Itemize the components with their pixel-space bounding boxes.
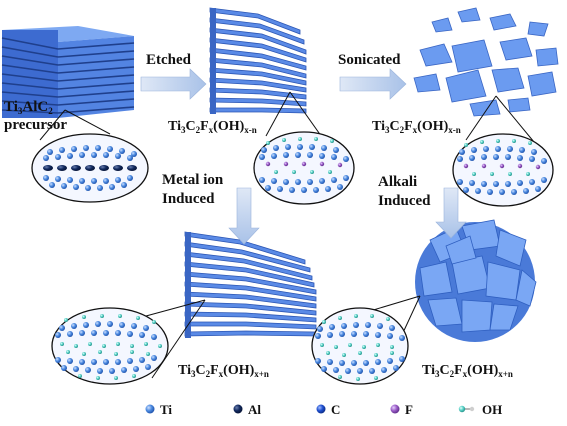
metal-product-formula: Ti3C2Fx(OH)x+n bbox=[178, 363, 269, 379]
precursor-block bbox=[1, 26, 135, 118]
sonicated-step-label: Sonicated bbox=[338, 52, 401, 68]
precursor-structure-inset bbox=[31, 133, 149, 203]
sonicated-structure-inset bbox=[452, 133, 554, 207]
c-atom-icon bbox=[316, 404, 326, 414]
etched-arrow bbox=[140, 68, 207, 100]
oh-group-icon bbox=[458, 405, 475, 413]
metal-induced-structure-inset bbox=[51, 307, 169, 385]
legend-icons bbox=[145, 404, 475, 414]
etched-step-label: Etched bbox=[146, 52, 191, 68]
al-atom-icon bbox=[233, 404, 243, 414]
sonicated-product-formula: Ti3C2Fx(OH)x-n bbox=[372, 119, 461, 135]
metal-ion-arrow bbox=[228, 187, 260, 245]
f-atom-icon bbox=[390, 404, 400, 414]
etched-accordion-block bbox=[209, 7, 307, 114]
sonicated-flakes bbox=[413, 7, 559, 117]
legend-label-al: Al bbox=[248, 402, 261, 417]
etched-structure-inset bbox=[253, 131, 355, 205]
alkali-arrow bbox=[435, 187, 467, 239]
metal-induced-accordion bbox=[184, 231, 317, 338]
etched-product-formula: Ti3C2Fx(OH)x-n bbox=[168, 119, 257, 135]
metal-ion-step-label: Metal ion bbox=[162, 172, 224, 188]
alkali-induced-structure-inset bbox=[311, 307, 409, 385]
precursor-caption: precursor bbox=[4, 117, 68, 133]
alkali-step-label: Alkali bbox=[378, 174, 418, 190]
sonicated-arrow bbox=[339, 68, 407, 100]
metal-ion-step-label-2: Induced bbox=[162, 191, 215, 207]
precursor-formula: Ti3AlC2 bbox=[4, 99, 53, 116]
legend-label-c: C bbox=[331, 402, 341, 417]
legend-label-oh: OH bbox=[482, 402, 503, 417]
alkali-induced-sphere bbox=[415, 219, 537, 342]
alkali-product-formula: Ti3C2Fx(OH)x+n bbox=[422, 363, 513, 379]
alkali-step-label-2: Induced bbox=[378, 193, 431, 209]
ti-atom-icon bbox=[145, 404, 155, 414]
legend-label-ti: Ti bbox=[160, 402, 173, 417]
legend-label-f: F bbox=[405, 402, 413, 417]
